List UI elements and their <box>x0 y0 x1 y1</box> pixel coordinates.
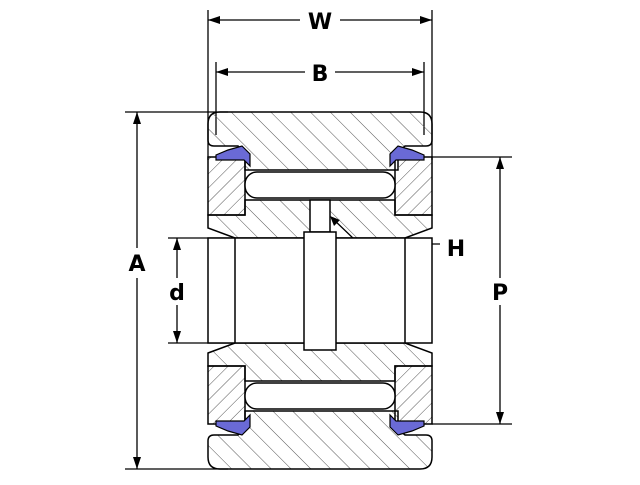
needle-rollers <box>244 171 396 410</box>
side-washers <box>207 156 433 425</box>
dimension-arrowheads <box>133 16 504 469</box>
label-d: d <box>169 281 185 306</box>
label-b: B <box>312 62 329 87</box>
label-h: H <box>447 237 465 262</box>
outer-ring-bottom <box>207 410 433 470</box>
lubrication-hole <box>303 199 337 351</box>
label-w: W <box>308 10 332 35</box>
label-a: A <box>128 252 145 277</box>
label-p: P <box>492 281 508 306</box>
seals <box>215 145 425 436</box>
outer-ring-top <box>207 111 433 171</box>
dimension-labels: W B A d P H <box>128 10 508 306</box>
